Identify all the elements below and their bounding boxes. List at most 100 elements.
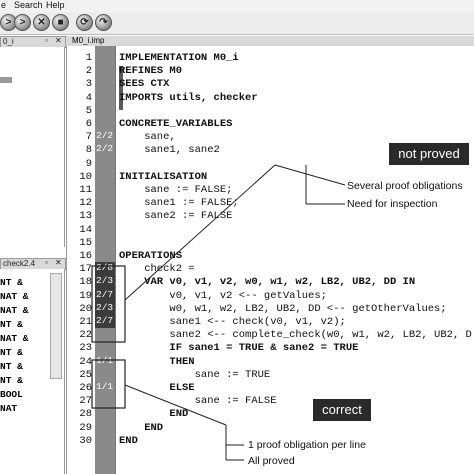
line-number: 15 — [79, 236, 92, 249]
outline-item[interactable]: NT & — [0, 277, 23, 288]
line-number: 8 — [85, 144, 92, 157]
left-bottom-panel-tab[interactable]: check2.4 — [3, 259, 36, 268]
outline-item[interactable]: NT & — [0, 347, 23, 358]
menu-bar: e Search Help — [0, 0, 474, 12]
line-number: 14 — [79, 223, 92, 236]
code-line: VAR v0, v1, v2, w0, w1, w2, LB2, UB2, DD… — [119, 276, 416, 289]
code-line: v0, v1, v2 <-- getValues; — [119, 289, 327, 302]
left-top-panel-tab[interactable]: 0_i — [3, 37, 14, 46]
line-number: 30 — [79, 434, 92, 447]
code-editor[interactable] — [66, 46, 474, 474]
line-number: 1 — [85, 52, 92, 64]
outline-item[interactable]: BOOL — [0, 389, 23, 400]
proof-marker[interactable]: 1/1 — [96, 381, 114, 392]
line-number: 24 — [79, 355, 92, 368]
line-number: 23 — [79, 342, 92, 355]
proof-marker[interactable]: 2/2 — [96, 143, 114, 155]
code-line: END — [119, 408, 189, 421]
line-number: 19 — [79, 289, 92, 302]
code-line: IMPLEMENTATION M0_i — [119, 52, 239, 64]
scrollbar[interactable] — [50, 273, 62, 379]
stop-icon[interactable]: ■ — [52, 14, 69, 31]
menu-item-help[interactable]: Help — [46, 0, 65, 10]
code-line: w0, w1, w2, LB2, UB2, DD <-- getOtherVal… — [119, 302, 447, 315]
line-number: 4 — [85, 91, 92, 104]
code-line: check2 = — [119, 263, 195, 276]
outline-item[interactable]: NAT & — [0, 291, 29, 302]
close-icon[interactable]: ✕ — [55, 36, 62, 45]
left-bottom-panel: NT & NAT & NAT & NT & NAT & NT & NT & NT & BOOL N… — [0, 269, 65, 474]
code-line: sane2 <-- complete_check(w0, w1, w2, LB2… — [119, 329, 472, 342]
code-line: sane2 := FALSE — [119, 210, 233, 223]
gutter-divider — [115, 46, 116, 474]
line-number: 27 — [79, 395, 92, 408]
code-line: CONCRETE_VARIABLES — [119, 118, 233, 130]
callout-correct: correct — [313, 399, 371, 421]
line-number: 28 — [79, 408, 92, 421]
note-several-obligations: Several proof obligations — [347, 180, 463, 192]
outline-item[interactable]: NT & — [0, 319, 23, 330]
proof-marker[interactable]: 2/7 — [95, 288, 115, 302]
line-number: 22 — [79, 329, 92, 342]
maximize-icon[interactable]: ▫ — [45, 36, 48, 45]
step-icon[interactable]: > — [14, 14, 31, 31]
code-line: sane1, sane2 — [119, 144, 220, 157]
menu-item-search[interactable]: Search — [14, 0, 43, 10]
line-number: 17 — [79, 263, 92, 276]
header-bar-marker — [119, 66, 123, 110]
note-all-proved: All proved — [248, 455, 295, 467]
line-number: 10 — [79, 170, 92, 183]
code-line: REFINES M0 — [119, 65, 183, 78]
code-line: INITIALISATION — [119, 170, 208, 183]
proof-marker[interactable]: 2/3 — [95, 301, 115, 315]
code-line: IF sane1 = TRUE & sane2 = TRUE — [119, 342, 359, 355]
close-icon[interactable]: ✕ — [55, 258, 62, 267]
line-number: 5 — [85, 104, 92, 117]
code-line: THEN — [119, 355, 195, 368]
outline-item[interactable]: NT & — [0, 375, 23, 386]
code-line: ELSE — [119, 382, 195, 394]
proof-gutter — [95, 46, 115, 474]
line-number: 16 — [79, 250, 92, 262]
line-number: 9 — [85, 157, 92, 170]
line-number: 2 — [85, 65, 92, 78]
tree-selection[interactable] — [0, 77, 12, 83]
outline-item[interactable]: NAT & — [0, 333, 29, 344]
left-top-panel — [0, 47, 65, 247]
line-number: 21 — [79, 316, 92, 328]
outline-item[interactable]: NT & — [0, 361, 23, 372]
code-line: SEES CTX — [119, 78, 170, 91]
maximize-icon[interactable]: ▫ — [45, 258, 48, 267]
note-one-obligation: 1 proof obligation per line — [248, 439, 366, 451]
proof-marker[interactable]: 2/3 — [95, 275, 115, 289]
outline-item[interactable]: NAT & — [0, 305, 29, 316]
code-line: END — [119, 421, 164, 434]
code-line: sane1 := FALSE; — [119, 197, 239, 210]
line-number: 3 — [85, 78, 92, 91]
code-line: sane := FALSE; — [119, 184, 233, 196]
code-line: IMPORTS utils, checker — [119, 91, 258, 104]
code-line: END — [119, 434, 138, 447]
line-number: 11 — [79, 184, 92, 196]
line-number: 25 — [79, 368, 92, 381]
line-number: 6 — [85, 118, 92, 130]
editor-tab[interactable]: M0_i.imp — [72, 36, 105, 45]
line-number: 29 — [79, 421, 92, 434]
proof-marker[interactable]: 2/7 — [95, 315, 115, 329]
code-line: sane1 <-- check(v0, v1, v2); — [119, 316, 346, 328]
callout-not-proved: not proved — [389, 143, 469, 165]
navigate-icon[interactable]: ↷ — [95, 14, 112, 31]
line-number: 12 — [79, 197, 92, 210]
code-line: sane := FALSE — [119, 395, 277, 408]
menu-item-partial[interactable]: e — [1, 0, 7, 10]
proof-marker[interactable]: 2/2 — [96, 130, 114, 142]
line-number: 13 — [79, 210, 92, 223]
refresh-icon[interactable]: ⟳ — [76, 14, 93, 31]
code-line: OPERATIONS — [119, 250, 183, 262]
outline-item[interactable]: NAT — [0, 403, 18, 414]
line-number: 18 — [79, 276, 92, 289]
line-number: 26 — [79, 382, 92, 394]
cancel-icon[interactable]: ✕ — [33, 14, 50, 31]
line-number: 7 — [85, 131, 92, 144]
